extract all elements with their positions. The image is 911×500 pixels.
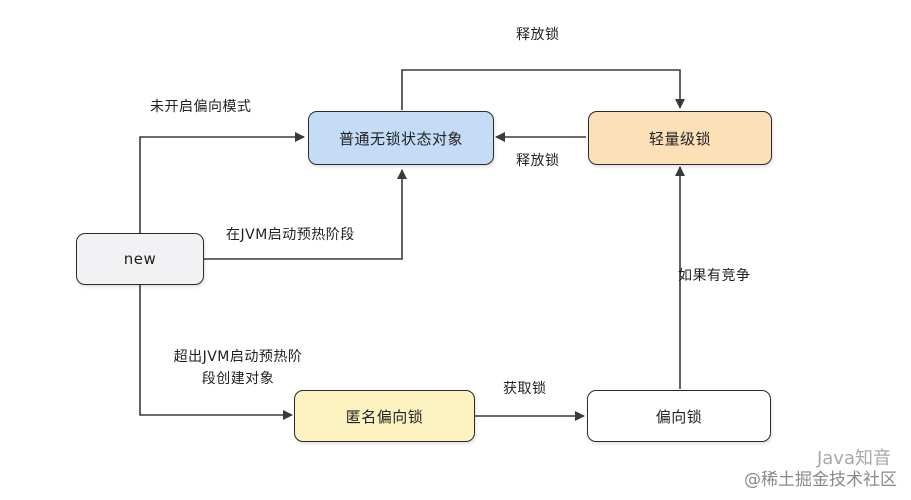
edge-label-jvm-startup: 在JVM启动预热阶段	[226, 227, 355, 243]
node-new: new	[76, 233, 204, 285]
watermark-credit: @稀土掘金技术社区	[744, 470, 897, 490]
node-normal-unlocked: 普通无锁状态对象	[308, 111, 494, 165]
arrow-new-to-normal-startup	[204, 169, 407, 260]
arrow-new-to-normal-disabled	[139, 132, 305, 234]
edge-label-bias-disabled: 未开启偏向模式	[150, 99, 252, 115]
node-biased-lock-label: 偏向锁	[655, 407, 703, 426]
node-new-label: new	[123, 250, 157, 268]
node-anonymous-biased-lock: 匿名偏向锁	[294, 390, 475, 442]
edge-label-after-startup-line2: 段创建对象	[201, 371, 275, 387]
edge-label-after-startup-line1: 超出JVM启动预热阶	[173, 349, 303, 365]
watermark-brand: Java知音	[816, 448, 891, 469]
arrow-normal-to-lightweight-top	[401, 69, 685, 110]
edge-label-release-lock-top: 释放锁	[516, 27, 560, 43]
edge-label-if-contention: 如果有竞争	[678, 268, 751, 284]
node-biased-lock: 偏向锁	[587, 390, 771, 442]
node-lightweight-lock: 轻量级锁	[588, 111, 772, 165]
edge-label-acquire-lock: 获取锁	[503, 381, 547, 397]
node-anonymous-biased-lock-label: 匿名偏向锁	[345, 407, 424, 426]
node-lightweight-lock-label: 轻量级锁	[648, 129, 711, 148]
edge-label-after-startup: 超出JVM启动预热阶 段创建对象	[150, 346, 326, 390]
arrow-new-to-anonymous	[139, 285, 293, 420]
node-normal-unlocked-label: 普通无锁状态对象	[338, 129, 463, 148]
edge-label-release-lock: 释放锁	[516, 153, 560, 169]
